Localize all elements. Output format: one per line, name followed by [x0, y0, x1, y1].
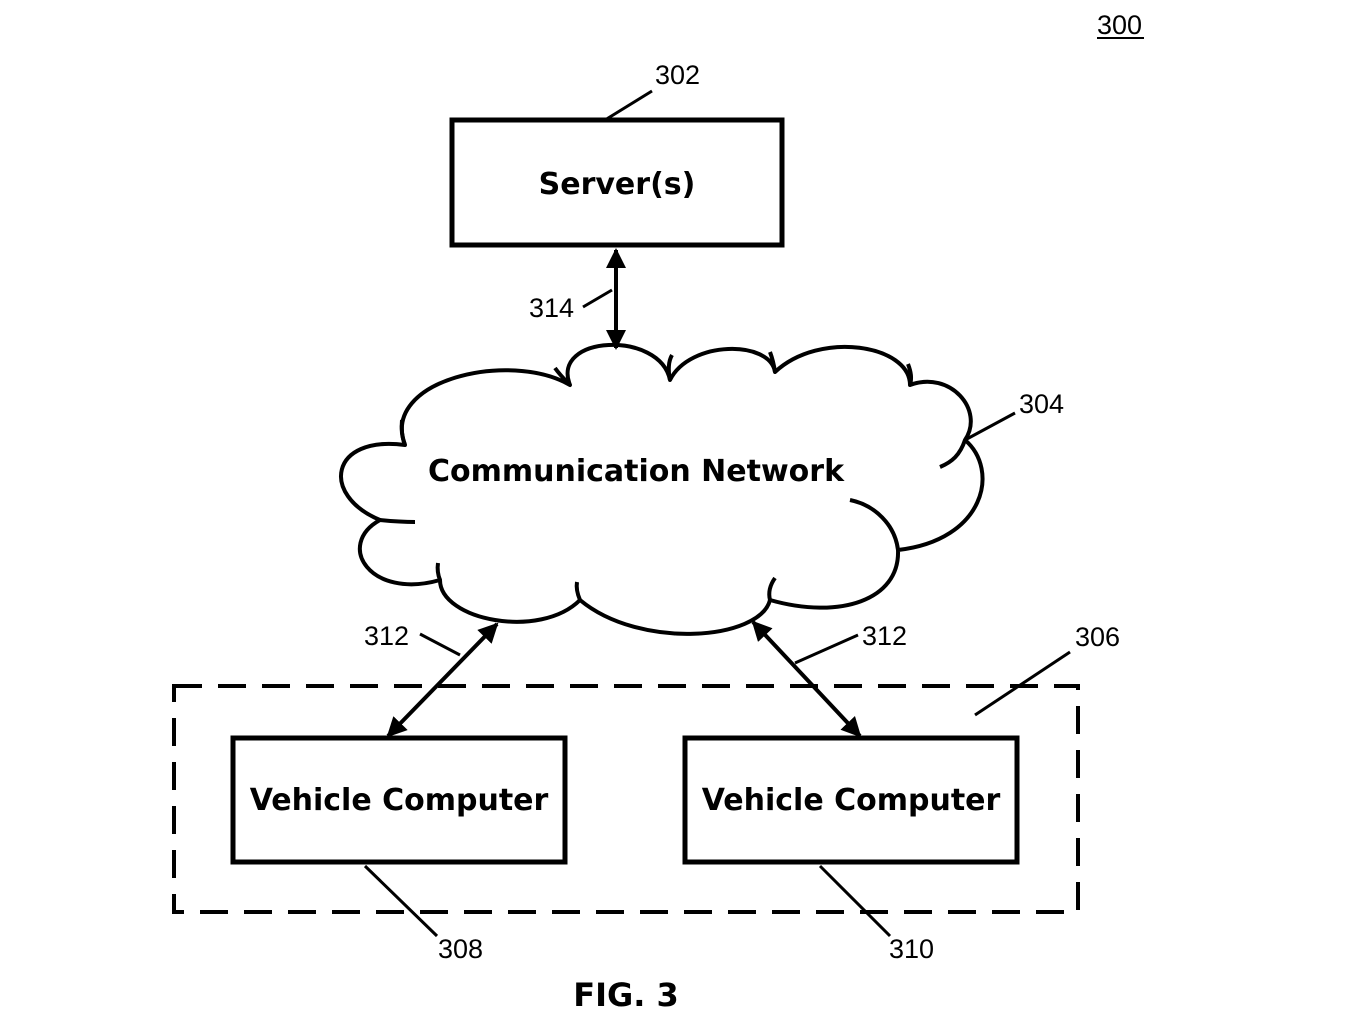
network-ref: 304 — [1019, 389, 1064, 419]
cloud-inner-stroke — [379, 518, 416, 524]
vehicle-group-ref: 306 — [1075, 622, 1120, 652]
cloud-inner-stroke — [939, 439, 967, 469]
cloud-outline — [339, 342, 985, 636]
server-ref: 302 — [655, 60, 700, 90]
vehicle-computer-left-label: Vehicle Computer — [250, 783, 549, 818]
server-node: Server(s) — [449, 117, 785, 248]
vehicle-computer-right-ref: 310 — [889, 934, 934, 964]
cloud-inner-stroke — [435, 562, 442, 581]
vehicle-computer-left-box — [230, 735, 568, 865]
server-network-leader-line — [582, 288, 613, 309]
vehicle-computer-left-ref: 308 — [438, 934, 483, 964]
vehicle-computer-right-node: Vehicle Computer — [682, 735, 1020, 865]
vehicle-network-right-arrow — [751, 620, 862, 738]
vehicle-network-left-ref: 312 — [364, 621, 409, 651]
vehicle-computer-right-box — [682, 735, 1020, 865]
server-label: Server(s) — [539, 167, 696, 202]
server-box — [449, 117, 785, 248]
cloud-inner-stroke — [399, 419, 407, 446]
vehicle-group-leader-line — [974, 650, 1071, 717]
cloud-inner-stroke — [849, 498, 900, 551]
server-network-ref: 314 — [529, 293, 574, 323]
vehicle-network-left-arrow — [386, 622, 499, 738]
vehicle-group-boundary — [172, 684, 1080, 914]
cloud-inner-stroke — [574, 581, 582, 601]
vehicle-network-right-ref: 312 — [862, 621, 907, 651]
vehicle-network-right-leader-line — [794, 633, 859, 665]
figure-number: 300 — [1097, 10, 1142, 40]
vehicle-computer-right-label: Vehicle Computer — [702, 783, 1001, 818]
vehicle-computer-left-leader-line — [363, 864, 439, 938]
cloud-inner-stroke — [767, 576, 777, 601]
cloud-inner-stroke — [666, 354, 674, 381]
vehicle-network-left-leader-line — [419, 632, 461, 657]
cloud-inner-stroke — [553, 366, 572, 387]
server-leader-line — [604, 89, 653, 122]
cloud-inner-stroke — [906, 363, 914, 386]
cloud-inner-stroke — [768, 351, 777, 373]
network-leader-line — [964, 411, 1016, 442]
vehicle-computer-right-leader-line — [818, 864, 892, 938]
figure-caption: FIG. 3 — [573, 976, 679, 1014]
vehicle-computer-left-node: Vehicle Computer — [230, 735, 568, 865]
network-cloud: Communication Network — [339, 342, 985, 636]
network-label: Communication Network — [428, 454, 845, 489]
